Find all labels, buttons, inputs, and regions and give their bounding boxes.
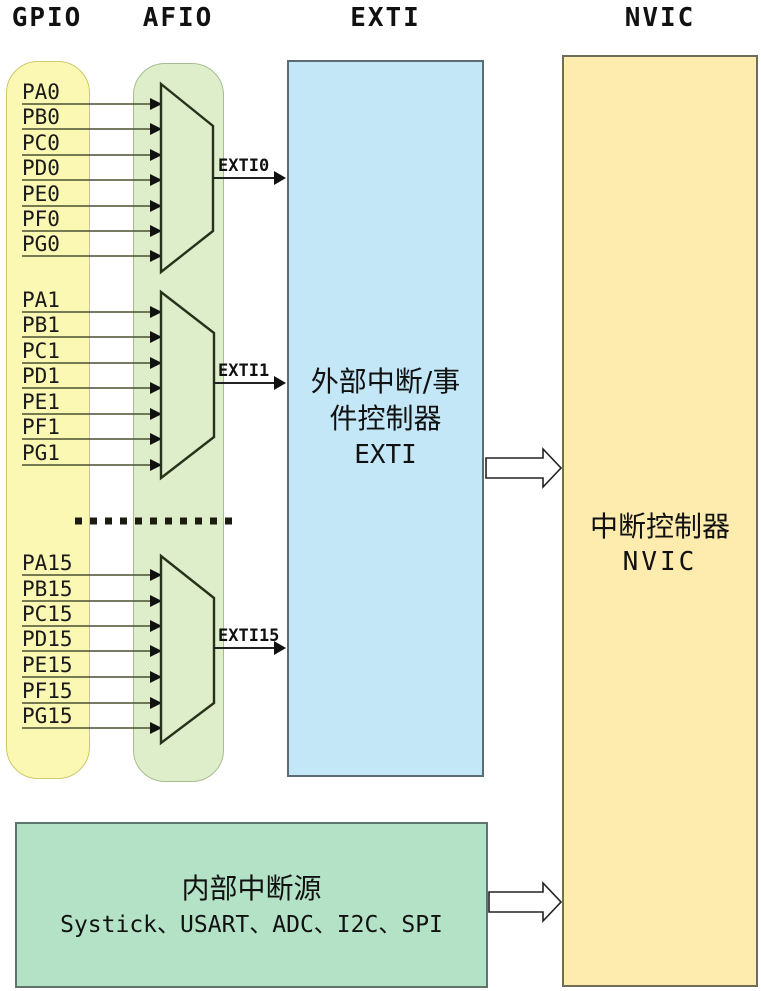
exti-column-header: EXTI [350,3,421,33]
mux-exti15 [159,553,216,746]
pin-label: PB15 [22,577,73,601]
pin-label: PG1 [22,441,60,465]
exti15-line-label: EXTI15 [218,626,280,646]
internal-interrupt-sources-box: 内部中断源 Systick、USART、ADC、I2C、SPI [15,822,488,988]
exti1-output-arrow [214,376,286,390]
pin-label: PE15 [22,653,73,677]
pin-label: PF15 [22,679,73,703]
exti-controller-label: 外部中断/事 件控制器 EXTI [310,365,461,470]
mux-exti0 [159,81,215,275]
pin-label: PE1 [22,390,60,414]
afio-panel [133,63,224,782]
pin-arrows-group15 [22,569,162,734]
pin-label: PB0 [22,105,60,129]
gpio-column-header: GPIO [11,3,83,33]
pin-arrows-group0 [22,98,162,262]
pin-label: PA1 [22,288,60,312]
nvic-column-header: NVIC [624,3,696,33]
pin-label: PG15 [22,704,73,728]
afio-column-header: AFIO [142,3,214,33]
pin-label: PF0 [22,207,60,231]
pin-label: PA15 [22,551,73,575]
exti-controller-box: 外部中断/事 件控制器 EXTI [287,60,484,777]
pin-label: PC0 [22,131,60,155]
nvic-controller-label: 中断控制器 NVIC [589,509,730,577]
pin-label: PD1 [22,364,60,388]
internal-interrupt-sources-label: 内部中断源 Systick、USART、ADC、I2C、SPI [60,872,443,938]
pin-label: PC15 [22,602,73,626]
block-arrow-internal-to-nvic [488,880,563,924]
pin-label: PG0 [22,232,60,256]
exti15-output-arrow [214,641,286,655]
exti1-line-label: EXTI1 [218,361,270,381]
nvic-controller-box: 中断控制器 NVIC [562,55,758,987]
exti0-line-label: EXTI0 [218,156,270,176]
pin-label: PC1 [22,339,60,363]
pin-arrows-group1 [22,306,162,471]
pin-label: PE0 [22,182,60,206]
pin-label: PD0 [22,156,60,180]
pin-label: PF1 [22,415,60,439]
mux-exti1 [159,289,216,481]
pin-label: PB1 [22,313,60,337]
pin-label: PD15 [22,627,73,651]
pin-label: PA0 [22,80,60,104]
exti0-output-arrow [213,171,286,185]
block-arrow-exti-to-nvic [485,446,563,490]
